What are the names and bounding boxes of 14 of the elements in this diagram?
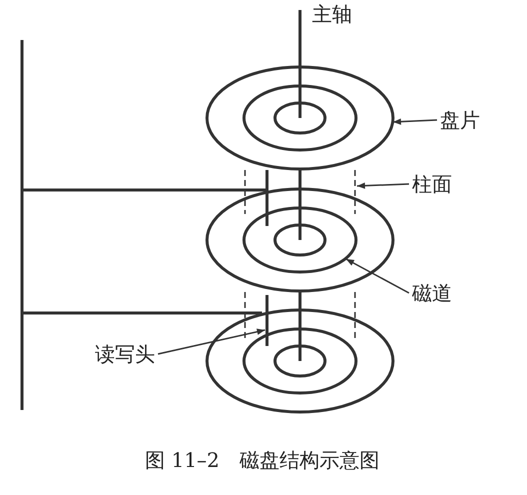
figure-caption: 图 11–2 磁盘结构示意图 bbox=[145, 448, 380, 472]
leader-line bbox=[346, 258, 410, 294]
leader-line bbox=[392, 118, 438, 125]
cylinder-line bbox=[354, 169, 356, 339]
part-label: 磁道 bbox=[412, 281, 452, 305]
leader-line bbox=[158, 328, 266, 355]
spindle-label: 主轴 bbox=[312, 2, 352, 26]
part-label: 柱面 bbox=[412, 172, 452, 196]
part-label: 盘片 bbox=[440, 108, 480, 132]
read-write-head bbox=[266, 295, 268, 346]
part-label: 读写头 bbox=[95, 342, 155, 366]
track-ring bbox=[242, 206, 358, 274]
leader-line bbox=[356, 182, 410, 189]
disk-platter bbox=[206, 66, 394, 170]
